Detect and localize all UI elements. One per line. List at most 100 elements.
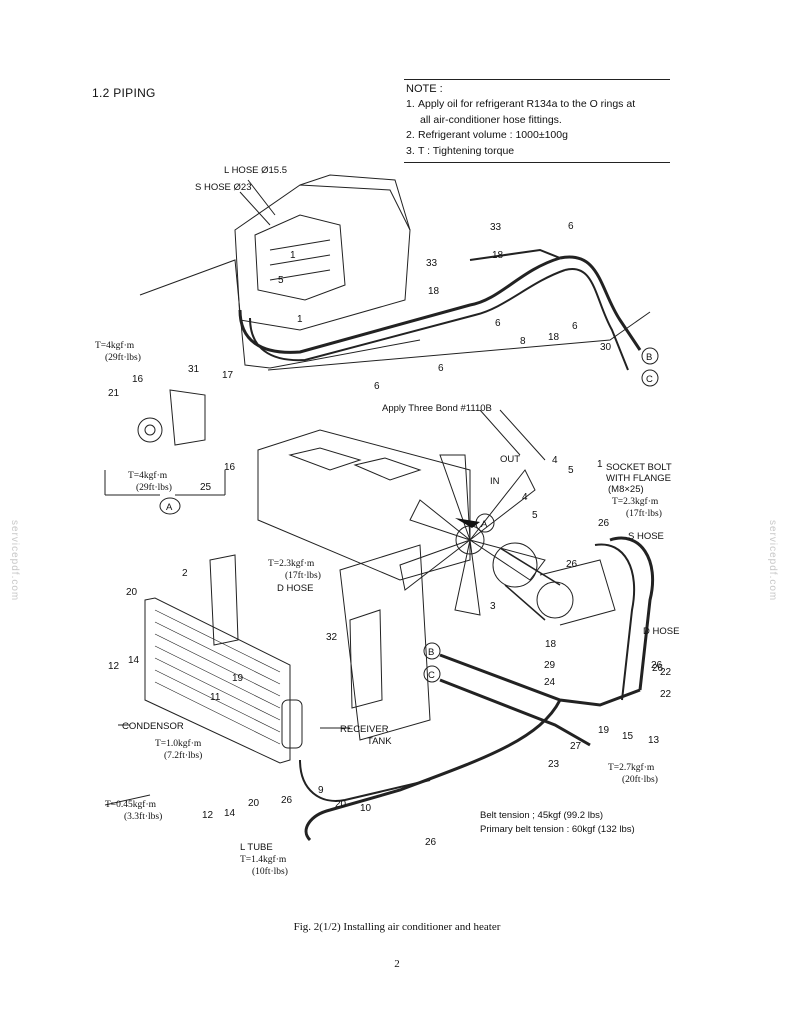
upper-hose-top [469, 248, 561, 261]
callout-number: 20 [248, 798, 260, 809]
callout-number: 16 [132, 374, 144, 385]
callout-number: 18 [545, 639, 557, 650]
condenser-fins [154, 609, 281, 745]
lower-hose-1 [439, 653, 641, 707]
callout-number: 6 [495, 318, 501, 329]
callout-number: 17 [222, 370, 234, 381]
callout-number: 8 [520, 336, 526, 347]
marker-c-mid [423, 665, 441, 683]
marker-c-top [641, 369, 659, 387]
callout-number: 6 [438, 363, 444, 374]
callout-number: 18 [428, 286, 440, 297]
label-low-torque-ft: (3.3ft·lbs) [124, 811, 162, 822]
detail-pulley-hub [144, 424, 156, 436]
label-d-hose-mid: D HOSE [277, 583, 313, 594]
callout-number: 21 [108, 388, 120, 399]
label-condensor: CONDENSOR [122, 721, 184, 732]
note-list: 1.Apply oil for refrigerant R134a to the… [404, 97, 670, 159]
callout-number: 32 [326, 632, 338, 643]
note-bottom-rule [404, 162, 670, 163]
label-l-tube-torque-ft: (10ft·lbs) [252, 866, 288, 877]
callout-number: 18 [492, 250, 504, 261]
upper-hose-right-1 [559, 255, 642, 351]
callout-number: 18 [548, 332, 560, 343]
callout-number: 12 [108, 661, 120, 672]
label-s-hose-right: S HOSE [628, 531, 664, 542]
note-title: NOTE : [406, 83, 443, 95]
callout-number: 30 [600, 342, 612, 353]
callout-number: 5 [278, 275, 284, 286]
label-torque-top-left: T=4kgf·m [95, 340, 135, 351]
compressor-body [539, 559, 616, 626]
callout-number: 15 [622, 731, 634, 742]
note-item-number: 2. [406, 129, 415, 141]
callout-number: 10 [360, 803, 372, 814]
callout-number: 22 [660, 689, 672, 700]
callout-number: 20 [335, 799, 347, 810]
label-out: OUT [500, 454, 520, 465]
label-l-tube-torque: T=1.4kgf·m [240, 854, 287, 865]
label-m8x25: (M8×25) [608, 484, 644, 495]
callout-number: 4 [522, 492, 528, 503]
label-right-torque-ft: (20ft·lbs) [622, 774, 658, 785]
callout-number: 26 [598, 518, 610, 529]
callout-number: 9 [318, 785, 324, 796]
note-item: 3.T : Tightening torque [404, 144, 670, 160]
note-item: 1.Apply oil for refrigerant R134a to the… [404, 97, 670, 128]
callout-number: 31 [188, 364, 200, 375]
callout-number: 23 [548, 759, 560, 770]
lower-hose-2 [439, 678, 591, 747]
callout-number: 33 [426, 258, 438, 269]
label-in: IN [490, 476, 500, 487]
label-detail-torque: T=4kgf·m [128, 470, 168, 481]
callout-number: 29 [544, 660, 556, 671]
detail-bracket-plate [169, 389, 206, 446]
callout-number: 25 [200, 482, 212, 493]
note-item: 2.Refrigerant volume : 1000±100g [404, 128, 670, 144]
label-socket-torque: T=2.3kgf·m [612, 496, 659, 507]
callout-number: 11 [210, 692, 221, 703]
label-torque-top-left-ft: (29ft·lbs) [105, 352, 141, 363]
callout-number: 2 [182, 568, 188, 579]
label-receiver: RECEIVER [340, 724, 389, 735]
leader-low-torque [104, 794, 151, 806]
callout-number: 26 [566, 559, 578, 570]
callout-number: 1 [297, 314, 303, 325]
detail-bracket-ends [104, 470, 226, 495]
callout-number: 5 [532, 510, 538, 521]
bracket-32 [349, 609, 383, 709]
marker-b-top-text: B [646, 352, 652, 363]
callout-number: 1 [290, 250, 296, 261]
note-item-text: Apply oil for refrigerant R134a to the O… [418, 98, 636, 110]
note-block: NOTE : 1.Apply oil for refrigerant R134a… [404, 79, 670, 163]
marker-c-mid-text: C [428, 670, 435, 681]
crank-pulley [492, 542, 538, 588]
note-item-continuation: all air-conditioner hose fittings. [420, 113, 562, 126]
evaporator-fins [269, 239, 331, 281]
bracket-2 [209, 554, 239, 646]
label-three-bond: Apply Three Bond #1110B [382, 403, 492, 414]
watermark-left: servicepdf.com [9, 520, 20, 602]
callout-number: 5 [568, 465, 574, 476]
callout-number: 16 [224, 462, 236, 473]
marker-b-top [641, 347, 659, 365]
label-condensor-torque: T=1.0kgf·m [155, 738, 202, 749]
label-low-torque: T=0.45kgf·m [105, 799, 157, 810]
callout-number: 26 [281, 795, 293, 806]
label-l-hose: L HOSE Ø15.5 [224, 165, 287, 176]
upper-hose-1 [238, 256, 561, 354]
callout-number: 3 [490, 601, 496, 612]
detail-pulley [137, 417, 163, 443]
callout-number: 26 [651, 660, 663, 671]
label-condensor-torque-ft: (7.2ft·lbs) [164, 750, 202, 761]
d-hose-right [594, 543, 636, 701]
label-s-hose-top: S HOSE Ø23 [195, 182, 252, 193]
marker-c-top-text: C [646, 374, 653, 385]
marker-b-mid [423, 642, 441, 660]
arrow-a [455, 518, 480, 528]
receiver-line [299, 759, 431, 802]
label-d-hose-torque: T=2.3kgf·m [268, 558, 315, 569]
callout-number: 12 [202, 810, 214, 821]
note-item-text: Refrigerant volume : 1000±100g [418, 129, 568, 141]
